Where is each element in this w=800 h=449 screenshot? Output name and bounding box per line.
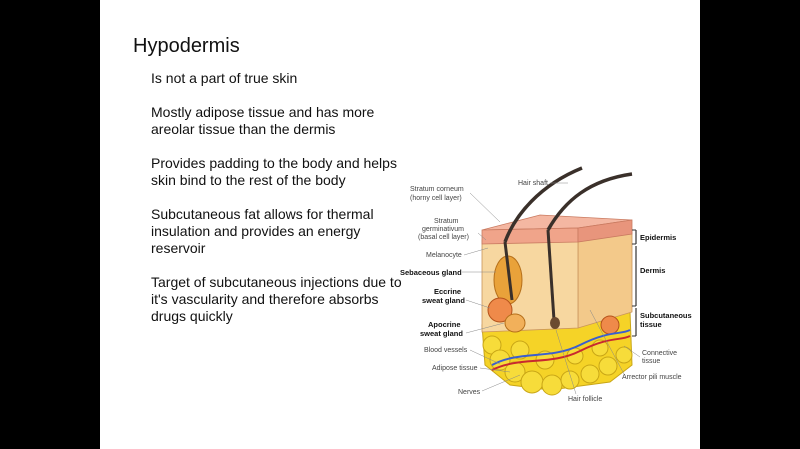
label-apocrine: Apocrine <box>428 320 461 329</box>
label-stratum-corneum: Stratum corneum <box>410 186 464 193</box>
bullet-5: Target of subcutaneous injections due to… <box>151 274 402 324</box>
label-stratum: Stratum <box>434 218 459 225</box>
bullet-2: Mostly adipose tissue and has more areol… <box>151 104 375 137</box>
label-eccrine: Eccrine <box>434 287 461 296</box>
label-adipose-tissue: Adipose tissue <box>432 365 478 372</box>
epidermis-layer <box>481 214 633 245</box>
bullet-1: Is not a part of true skin <box>151 70 298 86</box>
bullet-3: Provides padding to the body and helps s… <box>151 155 397 188</box>
label-melanocyte: Melanocyte <box>426 252 462 259</box>
label-nerves: Nerves <box>458 389 481 396</box>
right-labels: Epidermis Dermis Subcutaneous tissue Con… <box>589 229 692 381</box>
left-labels: Hair shaft Stratum corneum (horny cell l… <box>400 180 602 403</box>
blood-vessels <box>491 329 631 371</box>
label-blood-vessels: Blood vessels <box>424 347 468 354</box>
label-subcutaneous: Subcutaneous <box>640 311 692 320</box>
bullet-4: Subcutaneous fat allows for thermal insu… <box>151 206 374 256</box>
label-epidermis: Epidermis <box>640 233 676 242</box>
label-germinativum: germinativum <box>422 226 464 233</box>
label-apocrine-sweat-gland: sweat gland <box>420 329 463 338</box>
slide-title: Hypodermis <box>133 35 240 57</box>
label-arrector-pili: Arrector pili muscle <box>622 374 682 381</box>
label-hair-follicle: Hair follicle <box>568 396 602 403</box>
slide: Hypodermis Is not a part of true skin Mo… <box>100 0 700 449</box>
label-connective: Connective <box>642 350 677 357</box>
label-sebaceous-gland: Sebaceous gland <box>400 268 462 277</box>
glands <box>487 255 620 335</box>
hair-shafts <box>503 166 633 329</box>
label-stratum-corneum-sub: (horny cell layer) <box>410 195 462 202</box>
skin-cross-section-diagram: Hair shaft Stratum corneum (horny cell l… <box>400 166 692 403</box>
label-connective-tissue: tissue <box>642 358 660 365</box>
label-basal-cell-layer: (basal cell layer) <box>418 234 469 241</box>
label-hair-shaft: Hair shaft <box>518 180 548 187</box>
label-eccrine-sweat-gland: sweat gland <box>422 296 465 305</box>
label-subcutaneous-tissue: tissue <box>640 320 662 329</box>
label-dermis: Dermis <box>640 266 665 275</box>
